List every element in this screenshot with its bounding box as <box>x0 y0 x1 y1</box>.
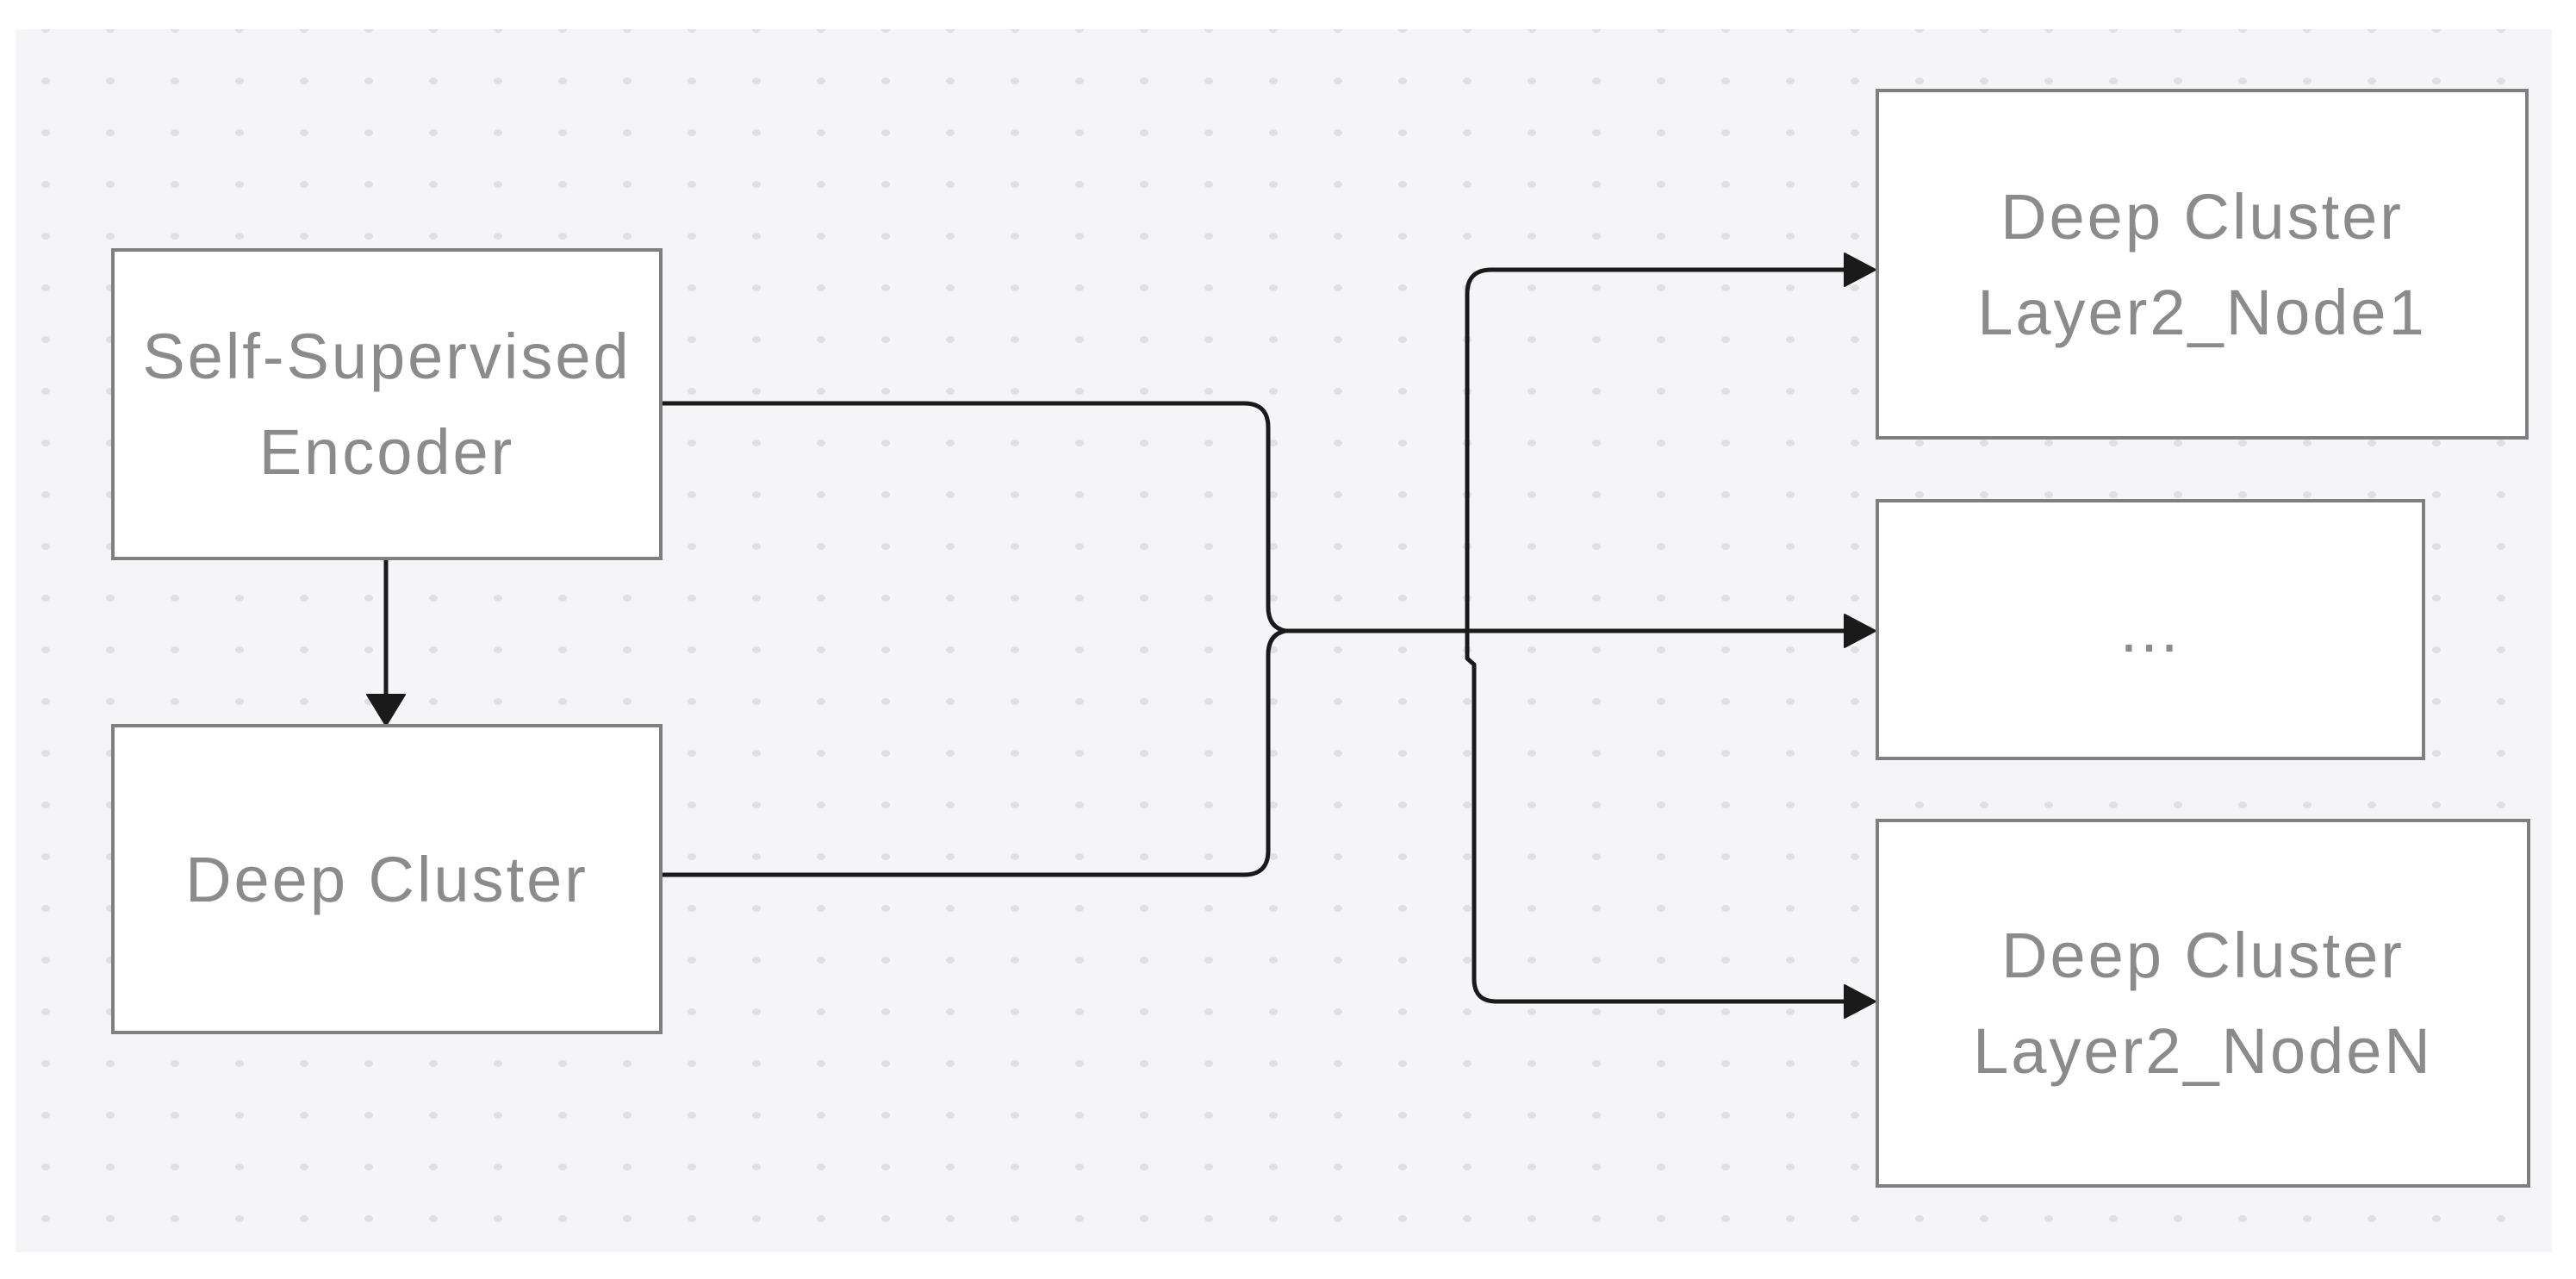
node-ellipsis[interactable]: ... <box>1876 499 2425 760</box>
edge-merge-to-layer2-node1[interactable] <box>1465 267 1845 631</box>
arrowhead-to-layer2-nodeN <box>1844 984 1876 1019</box>
node-label-line: Layer2_NodeN <box>1973 1015 2433 1087</box>
node-label-line: Layer2_Node1 <box>1977 276 2427 348</box>
arrowhead-to-deep-cluster <box>366 694 406 727</box>
edge-encoder-to-merge[interactable] <box>663 401 1845 633</box>
node-label-line: Encoder <box>258 416 515 488</box>
edge-deep-cluster-to-merge[interactable] <box>663 628 1286 877</box>
node-label-line: ... <box>2119 594 2181 665</box>
node-deep-cluster[interactable]: Deep Cluster <box>111 724 663 1034</box>
node-label-line: Self-Supervised <box>142 321 632 392</box>
node-label-line: Deep Cluster <box>2001 920 2405 991</box>
node-deep-cluster-layer2-node1[interactable]: Deep Cluster Layer2_Node1 <box>1876 89 2529 440</box>
node-label-line: Deep Cluster <box>185 843 588 915</box>
node-deep-cluster-layer2-nodeN[interactable]: Deep Cluster Layer2_NodeN <box>1876 819 2530 1188</box>
node-label-line: Deep Cluster <box>2000 180 2404 253</box>
arrowhead-to-layer2-node1 <box>1844 253 1876 287</box>
edge-merge-to-layer2-nodeN[interactable] <box>1465 631 1845 1004</box>
node-self-supervised-encoder[interactable]: Self-Supervised Encoder <box>111 248 663 560</box>
arrowhead-to-ellipsis <box>1844 614 1876 648</box>
